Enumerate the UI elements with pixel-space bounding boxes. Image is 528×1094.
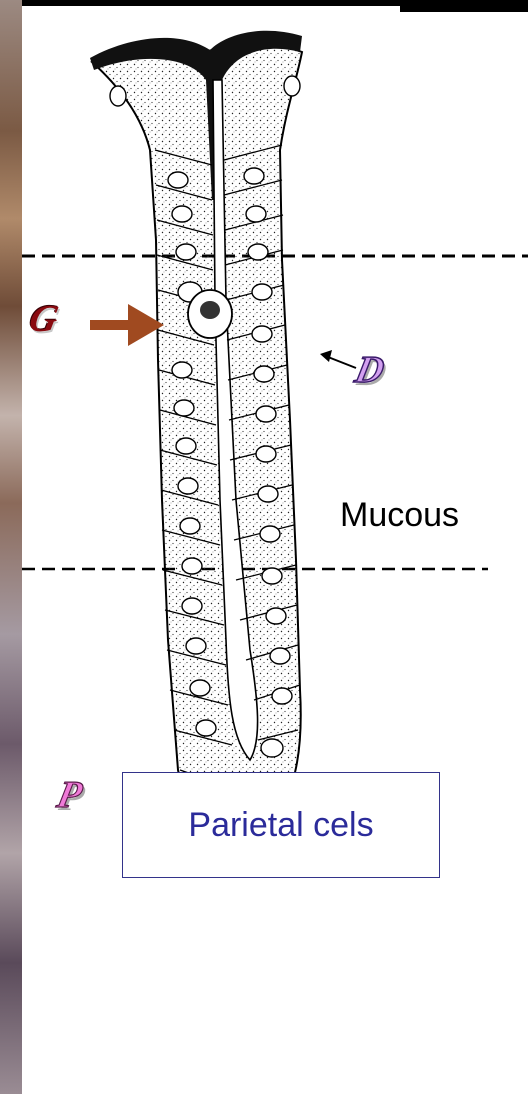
d-pointer-arrow bbox=[320, 350, 356, 368]
gland-outline bbox=[92, 44, 302, 831]
g-cell bbox=[188, 290, 232, 338]
parietal-label: Parietal cels bbox=[188, 806, 373, 845]
parietal-label-box: Parietal cels bbox=[122, 772, 440, 878]
mucous-label: Mucous bbox=[340, 496, 459, 535]
g-pointer-arrow bbox=[90, 304, 164, 346]
